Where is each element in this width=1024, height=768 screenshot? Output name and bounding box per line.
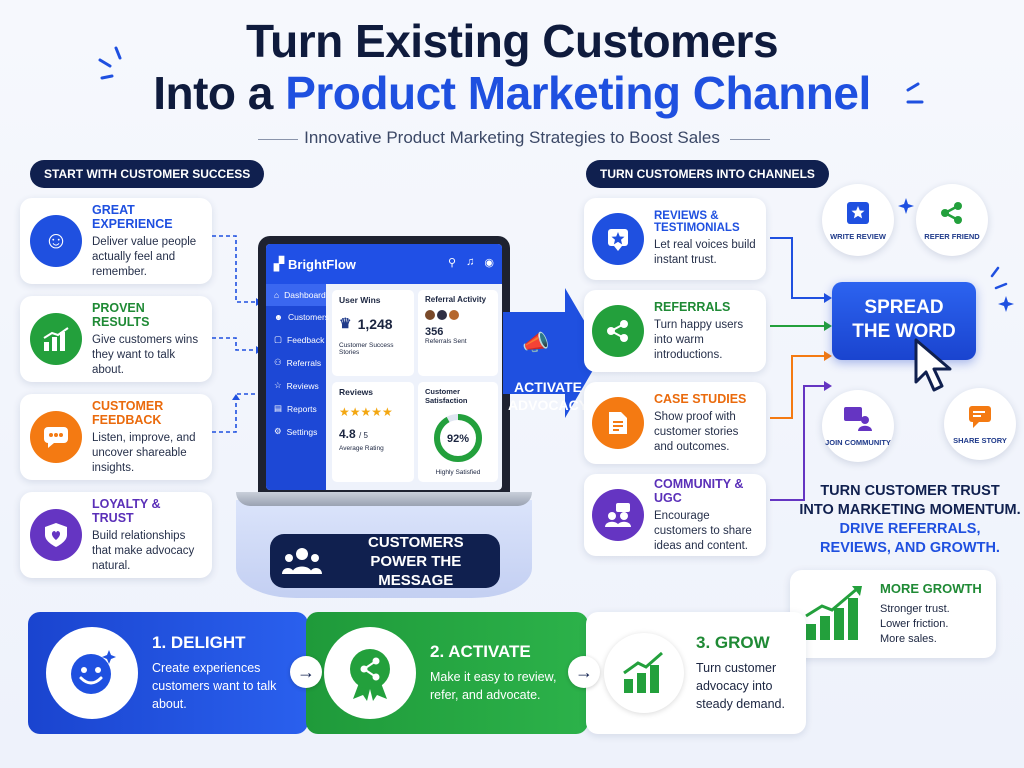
nav-referrals[interactable]: ⚇Referrals [274, 357, 322, 368]
share-ribbon-icon [324, 627, 416, 719]
megaphone-icon: 📣 [522, 330, 550, 355]
bar-chart-icon [30, 313, 82, 365]
write-review-badge[interactable]: WRITE REVIEW [822, 184, 894, 256]
brightflow-logo-icon: ▞ [274, 256, 284, 271]
dashboard-topbar: ▞BrightFlow ⚲♫◉ [266, 244, 502, 284]
subtitle: Innovative Product Marketing Strategies … [304, 128, 720, 147]
laptop-dashboard: ▞BrightFlow ⚲♫◉ ⌂Dashboard ☻Customers ▢F… [258, 236, 510, 498]
cursor-pointer-icon [914, 338, 952, 392]
growth-chart-icon [604, 633, 684, 713]
trophy-icon: ♛ [339, 315, 352, 331]
headline-line-2: Into a Product Marketing Channel [153, 67, 871, 119]
user-avatar-icon[interactable]: ◉ [484, 257, 494, 269]
dashboard-sidebar: ⌂Dashboard ☻Customers ▢Feedback ⚇Referra… [266, 284, 330, 490]
customers-banner: CUSTOMERS POWER THE MESSAGE [270, 534, 500, 589]
smile-sparkle-icon [46, 627, 138, 719]
arrow-right-icon-2: → [568, 656, 600, 688]
nav-customers[interactable]: ☻Customers [274, 312, 330, 322]
growth-chart-icon [805, 586, 862, 640]
section-heading-channels: TURN CUSTOMERS INTO CHANNELS [586, 160, 829, 188]
refer-friend-badge[interactable]: REFER FRIEND [916, 184, 988, 256]
share-story-badge[interactable]: SHARE STORY [944, 388, 1016, 460]
subtitle-rule-left [258, 139, 298, 140]
laptop-base [236, 492, 532, 506]
share-icon [941, 201, 962, 224]
avatars-icon [425, 310, 491, 320]
nav-feedback[interactable]: ▢Feedback [274, 334, 325, 345]
sparkle-icon-left [98, 46, 122, 80]
svg-text:92%: 92% [447, 433, 469, 445]
star-badge-icon [592, 213, 644, 265]
shield-heart-icon [30, 509, 82, 561]
nav-dashboard[interactable]: ⌂Dashboard [266, 284, 326, 306]
activate-advocacy-arrow [503, 288, 603, 418]
nav-reports[interactable]: ▤Reports [274, 403, 317, 414]
sparkles-right [898, 198, 1014, 312]
headline-highlight: Product Marketing Channel [285, 67, 871, 119]
left-connectors [212, 235, 262, 433]
satisfaction-ring: 92% [434, 414, 482, 462]
join-community-badge[interactable]: JOIN COMMUNITY [822, 390, 894, 462]
nav-settings[interactable]: ⚙Settings [274, 426, 318, 437]
headline-line-1: Turn Existing Customers [245, 15, 779, 67]
arrow-right-icon-1: → [290, 656, 322, 688]
document-icon [592, 397, 644, 449]
stars-rating: ★★★★★ [339, 405, 393, 419]
people-group-icon [282, 548, 322, 574]
tile-reviews: Reviews ★★★★★ 4.8 / 5 Average Rating [332, 382, 414, 482]
section-heading-customer-success: START WITH CUSTOMER SUCCESS [30, 160, 265, 188]
document-chat-icon [969, 405, 991, 428]
community-icon [844, 406, 872, 431]
star-badge-icon [847, 201, 869, 224]
share-icon [592, 305, 644, 357]
chat-bubble-icon [30, 411, 82, 463]
more-growth-card: MORE GROWTH Stronger trust. Lower fricti… [790, 570, 996, 658]
tile-referral-activity: Referral Activity 356 Referrals Sent [418, 290, 498, 376]
tile-customer-satisfaction: Customer Satisfaction 92% Highly Satisfi… [418, 382, 498, 482]
momentum-text: TURN CUSTOMER TRUST INTO MARKETING MOMEN… [799, 483, 1021, 556]
bell-icon[interactable]: ♫ [466, 256, 475, 268]
smile-check-icon: ☺ [30, 215, 82, 267]
right-connectors [770, 237, 832, 501]
sparkle-icon-right [906, 82, 924, 104]
nav-reviews[interactable]: ☆Reviews [274, 380, 319, 391]
tile-user-wins: User Wins ♛1,248 Customer Success Storie… [332, 290, 414, 376]
community-icon [592, 489, 644, 541]
subtitle-rule-right [730, 139, 770, 140]
search-icon[interactable]: ⚲ [448, 257, 457, 269]
